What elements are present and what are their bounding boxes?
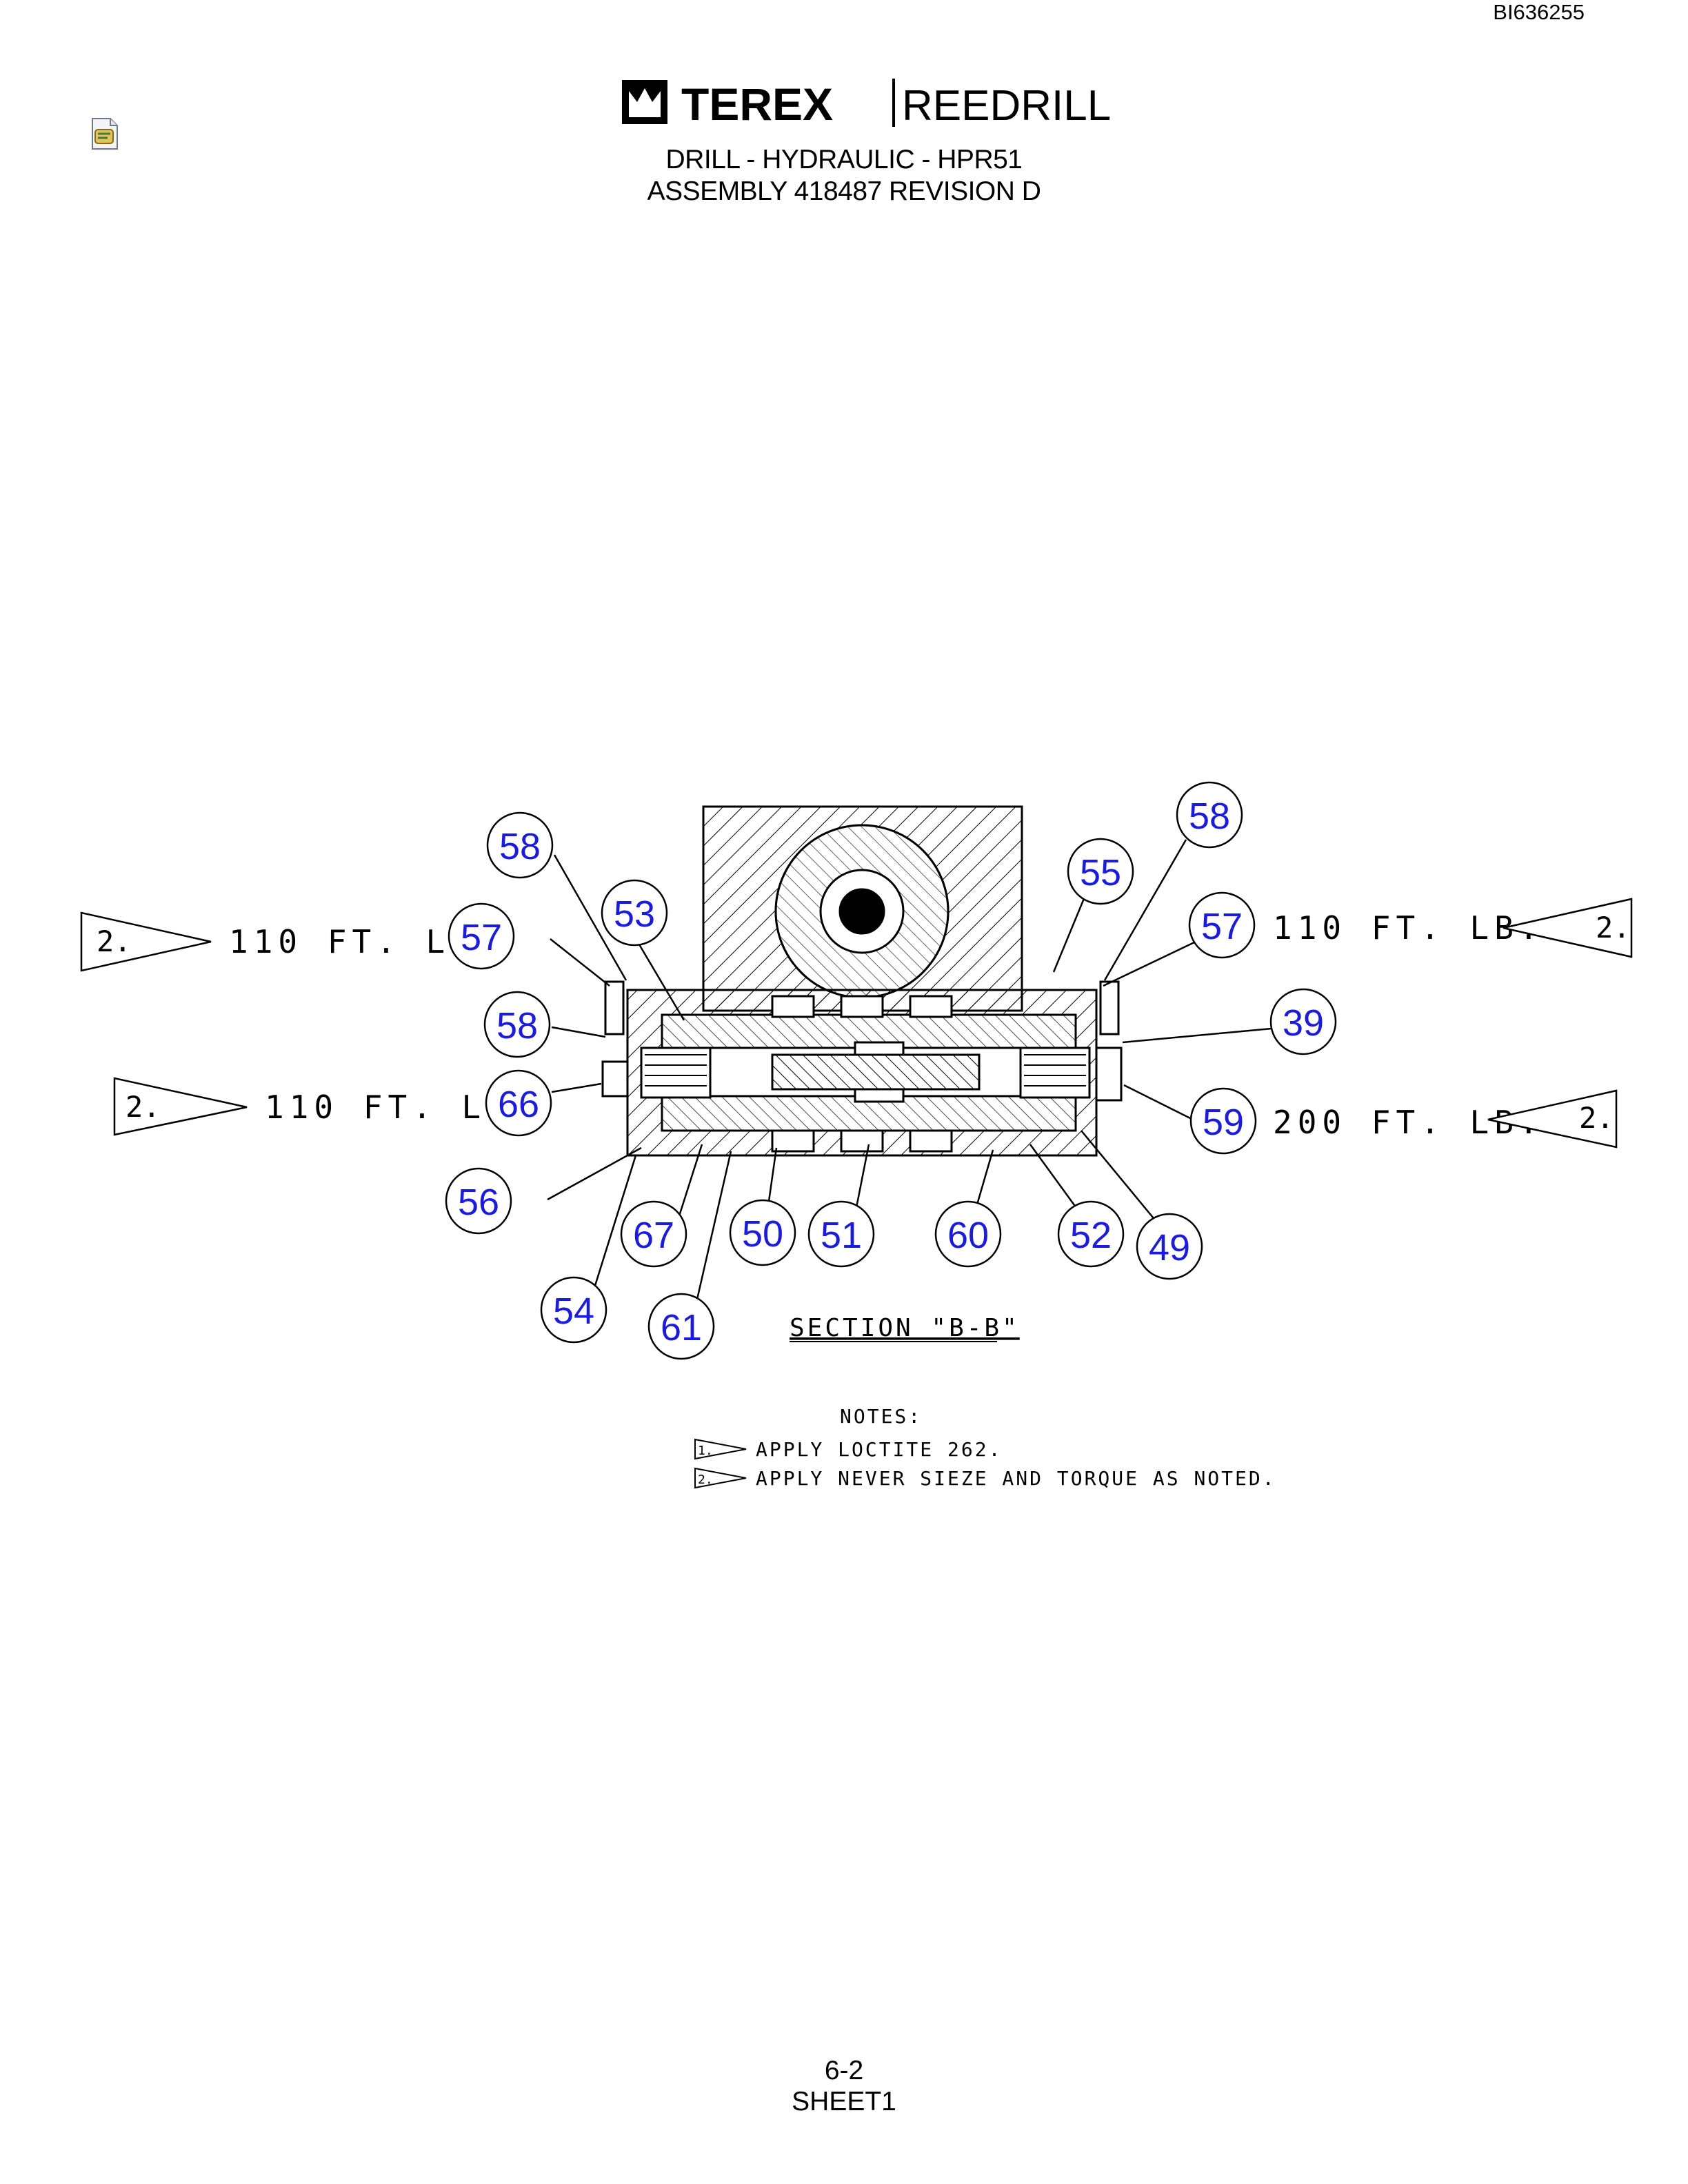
callout-54[interactable]: 54	[540, 1276, 607, 1344]
svg-text:57: 57	[1201, 906, 1243, 947]
callout-53[interactable]: 53	[601, 879, 668, 947]
callout-58-top-left[interactable]: 58	[486, 811, 554, 879]
terex-crown-icon	[622, 80, 667, 124]
callout-leaders	[547, 839, 1272, 1327]
callout-50[interactable]: 50	[729, 1199, 796, 1266]
torque-flag-left-top: 2.	[80, 911, 212, 972]
svg-text:39: 39	[1283, 1002, 1324, 1044]
svg-text:57: 57	[461, 917, 502, 958]
svg-text:2.: 2.	[97, 924, 132, 958]
callout-39[interactable]: 39	[1269, 988, 1337, 1055]
torque-flag-left-bottom: 2.	[113, 1077, 248, 1136]
callout-56[interactable]: 56	[445, 1167, 512, 1235]
torque-flag-right-bottom: 2.	[1487, 1089, 1618, 1149]
section-label: SECTION "B-B"	[790, 1314, 1020, 1342]
svg-text:49: 49	[1149, 1227, 1190, 1268]
svg-text:2.: 2.	[698, 1473, 713, 1487]
svg-text:52: 52	[1070, 1215, 1112, 1256]
brand-reedrill: REEDRILL	[902, 82, 1111, 130]
callout-60[interactable]: 60	[934, 1200, 1002, 1268]
svg-text:55: 55	[1080, 852, 1121, 893]
brand-divider	[892, 79, 895, 127]
callout-52[interactable]: 52	[1057, 1200, 1125, 1268]
svg-text:50: 50	[742, 1213, 783, 1255]
svg-text:APPLY NEVER SIEZE AND TORQUE A: APPLY NEVER SIEZE AND TORQUE AS NOTED.	[756, 1467, 1276, 1490]
svg-text:2.: 2.	[125, 1090, 161, 1124]
svg-text:51: 51	[821, 1215, 862, 1256]
notes-heading: NOTES:	[840, 1405, 922, 1428]
callout-49[interactable]: 49	[1136, 1213, 1203, 1280]
svg-text:APPLY LOCTITE 262.: APPLY LOCTITE 262.	[756, 1438, 1002, 1461]
svg-text:66: 66	[498, 1084, 539, 1125]
callout-57-right[interactable]: 57	[1188, 891, 1256, 959]
torque-flag-right-top: 2.	[1503, 898, 1633, 958]
callout-61[interactable]: 61	[647, 1293, 715, 1360]
callout-58-mid-left[interactable]: 58	[483, 991, 551, 1058]
drawing-title: DRILL - HYDRAULIC - HPR51	[665, 145, 1023, 174]
torque-note-right-bottom: 200 FT. LB.	[1273, 1104, 1544, 1141]
callout-59[interactable]: 59	[1189, 1087, 1257, 1155]
svg-text:60: 60	[947, 1215, 989, 1256]
svg-text:2.: 2.	[1596, 911, 1631, 944]
svg-text:58: 58	[1189, 796, 1230, 837]
callout-58-top-right[interactable]: 58	[1176, 781, 1243, 849]
callout-66[interactable]: 66	[485, 1069, 552, 1137]
note-1: 1. APPLY LOCTITE 262.	[694, 1438, 1002, 1461]
svg-text:54: 54	[553, 1291, 594, 1332]
terex-reedrill-logo: TEREX REEDRILL	[622, 79, 1111, 130]
svg-text:2.: 2.	[1579, 1101, 1614, 1135]
note-2: 2. APPLY NEVER SIEZE AND TORQUE AS NOTED…	[694, 1467, 1276, 1490]
svg-text:61: 61	[661, 1307, 702, 1348]
page-number: 6-2	[824, 2056, 864, 2085]
assembly-revision: ASSEMBLY 418487 REVISION D	[647, 176, 1041, 206]
sheet-label: SHEET1	[792, 2087, 896, 2116]
svg-text:56: 56	[458, 1182, 499, 1223]
torque-note-right-top: 110 FT. LB.	[1273, 909, 1544, 947]
valve-body-assembly	[601, 805, 1123, 1157]
callout-51[interactable]: 51	[807, 1200, 875, 1268]
svg-text:67: 67	[633, 1215, 674, 1256]
svg-text:58: 58	[499, 826, 541, 867]
section-b-b-drawing: 2. 110 FT. LB. 2. 110 FT. LB. 110 FT. LB…	[80, 781, 1633, 1490]
svg-text:59: 59	[1203, 1102, 1244, 1143]
svg-text:53: 53	[614, 893, 655, 935]
callout-57-left[interactable]: 57	[448, 902, 515, 970]
document-id: BI636255	[1493, 0, 1585, 24]
callout-55[interactable]: 55	[1067, 838, 1134, 905]
svg-text:1.: 1.	[698, 1444, 713, 1458]
attachment-icon[interactable]	[90, 117, 120, 150]
brand-terex: TEREX	[681, 79, 833, 130]
svg-text:58: 58	[496, 1005, 538, 1046]
callout-67[interactable]: 67	[620, 1200, 687, 1268]
